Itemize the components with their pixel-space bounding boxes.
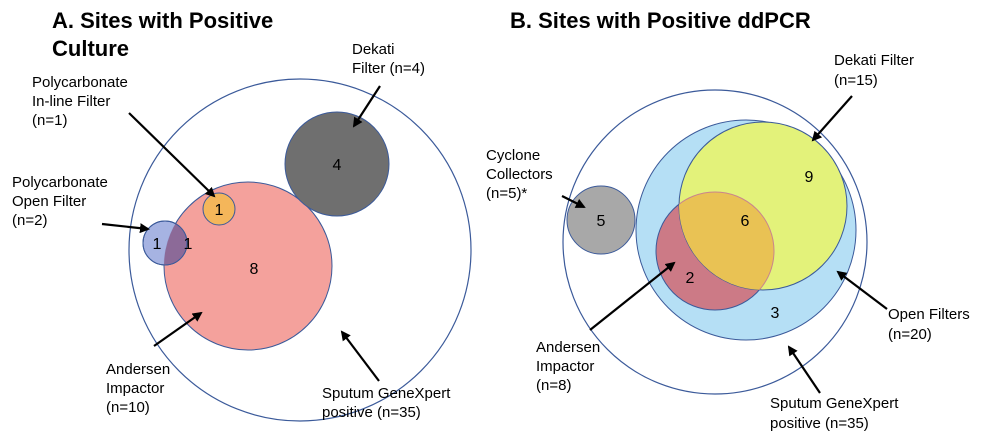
panel-a-title-line1: A. Sites with Positive: [52, 8, 273, 33]
label-andersen-b-2: Impactor: [536, 358, 594, 375]
label-cyclone-b-2: Collectors: [486, 166, 553, 183]
arrow-sputum-b: [787, 345, 821, 394]
arrow-open-b: [836, 270, 888, 310]
arrow-andersen-a: [153, 311, 203, 347]
label-sputum-a-1: Sputum GeneXpert: [322, 385, 451, 402]
label-inline-a-2: In-line Filter: [32, 93, 110, 110]
count-dekati-b: 9: [805, 169, 814, 186]
arrow-dekati-a: [352, 85, 381, 128]
label-dekati-b-2: (n=15): [834, 72, 878, 89]
dekati-circle-a: [284, 111, 390, 217]
count-overlap-a: 1: [184, 236, 193, 253]
arrow-sputum-a: [340, 330, 380, 382]
label-open-a-1: Polycarbonate: [12, 174, 108, 191]
panel-a: A. Sites with Positive Culture 4 1 1 1 8…: [12, 8, 472, 422]
label-open-a-3: (n=2): [12, 212, 47, 229]
label-andersen-b-1: Andersen: [536, 339, 600, 356]
arrow-andersen-b: [589, 261, 676, 331]
count-overlap-b: 6: [741, 213, 750, 230]
label-sputum-a-2: positive (n=35): [322, 404, 421, 421]
count-open-b: 3: [771, 305, 780, 322]
label-inline-a-1: Polycarbonate: [32, 74, 128, 91]
label-andersen-a-3: (n=10): [106, 399, 150, 416]
sputum-circle-b: [562, 89, 868, 395]
label-open-b-1: Open Filters: [888, 306, 970, 323]
label-sputum-b-2: positive (n=35): [770, 415, 869, 432]
count-andersen-a: 8: [250, 261, 259, 278]
sputum-circle-a: [128, 78, 472, 422]
label-open-a-2: Open Filter: [12, 193, 86, 210]
count-cyclone-b: 5: [597, 213, 606, 230]
label-dekati-b-1: Dekati Filter: [834, 52, 914, 69]
arrow-cyclone-b: [561, 195, 586, 208]
arrow-open-a: [101, 222, 150, 234]
andersen-circle-a: [163, 181, 333, 351]
poly-inline-filter-circle: [202, 192, 236, 226]
arrow-inline-a: [128, 112, 216, 198]
panel-b: B. Sites with Positive ddPCR 9 6 5 2 3 D…: [486, 8, 970, 432]
panel-a-title-line2: Culture: [52, 36, 129, 61]
count-open-only-a: 1: [153, 236, 162, 253]
count-dekati-a: 4: [333, 157, 342, 174]
label-cyclone-b-3: (n=5)*: [486, 185, 527, 202]
label-dekati-a-1: Dekati: [352, 41, 395, 58]
label-andersen-a-1: Andersen: [106, 361, 170, 378]
label-open-b-2: (n=20): [888, 326, 932, 343]
label-andersen-a-2: Impactor: [106, 380, 164, 397]
poly-open-filter-outline: [142, 220, 188, 266]
arrow-dekati-b: [811, 95, 853, 142]
count-inline-a: 1: [215, 202, 224, 219]
panel-b-title: B. Sites with Positive ddPCR: [510, 8, 811, 33]
count-andersen-b: 2: [686, 270, 695, 287]
label-inline-a-3: (n=1): [32, 112, 67, 129]
label-andersen-b-3: (n=8): [536, 377, 571, 394]
overlap-outline: [679, 191, 775, 290]
label-sputum-b-1: Sputum GeneXpert: [770, 395, 899, 412]
label-cyclone-b-1: Cyclone: [486, 147, 540, 164]
label-dekati-a-2: Filter (n=4): [352, 60, 425, 77]
